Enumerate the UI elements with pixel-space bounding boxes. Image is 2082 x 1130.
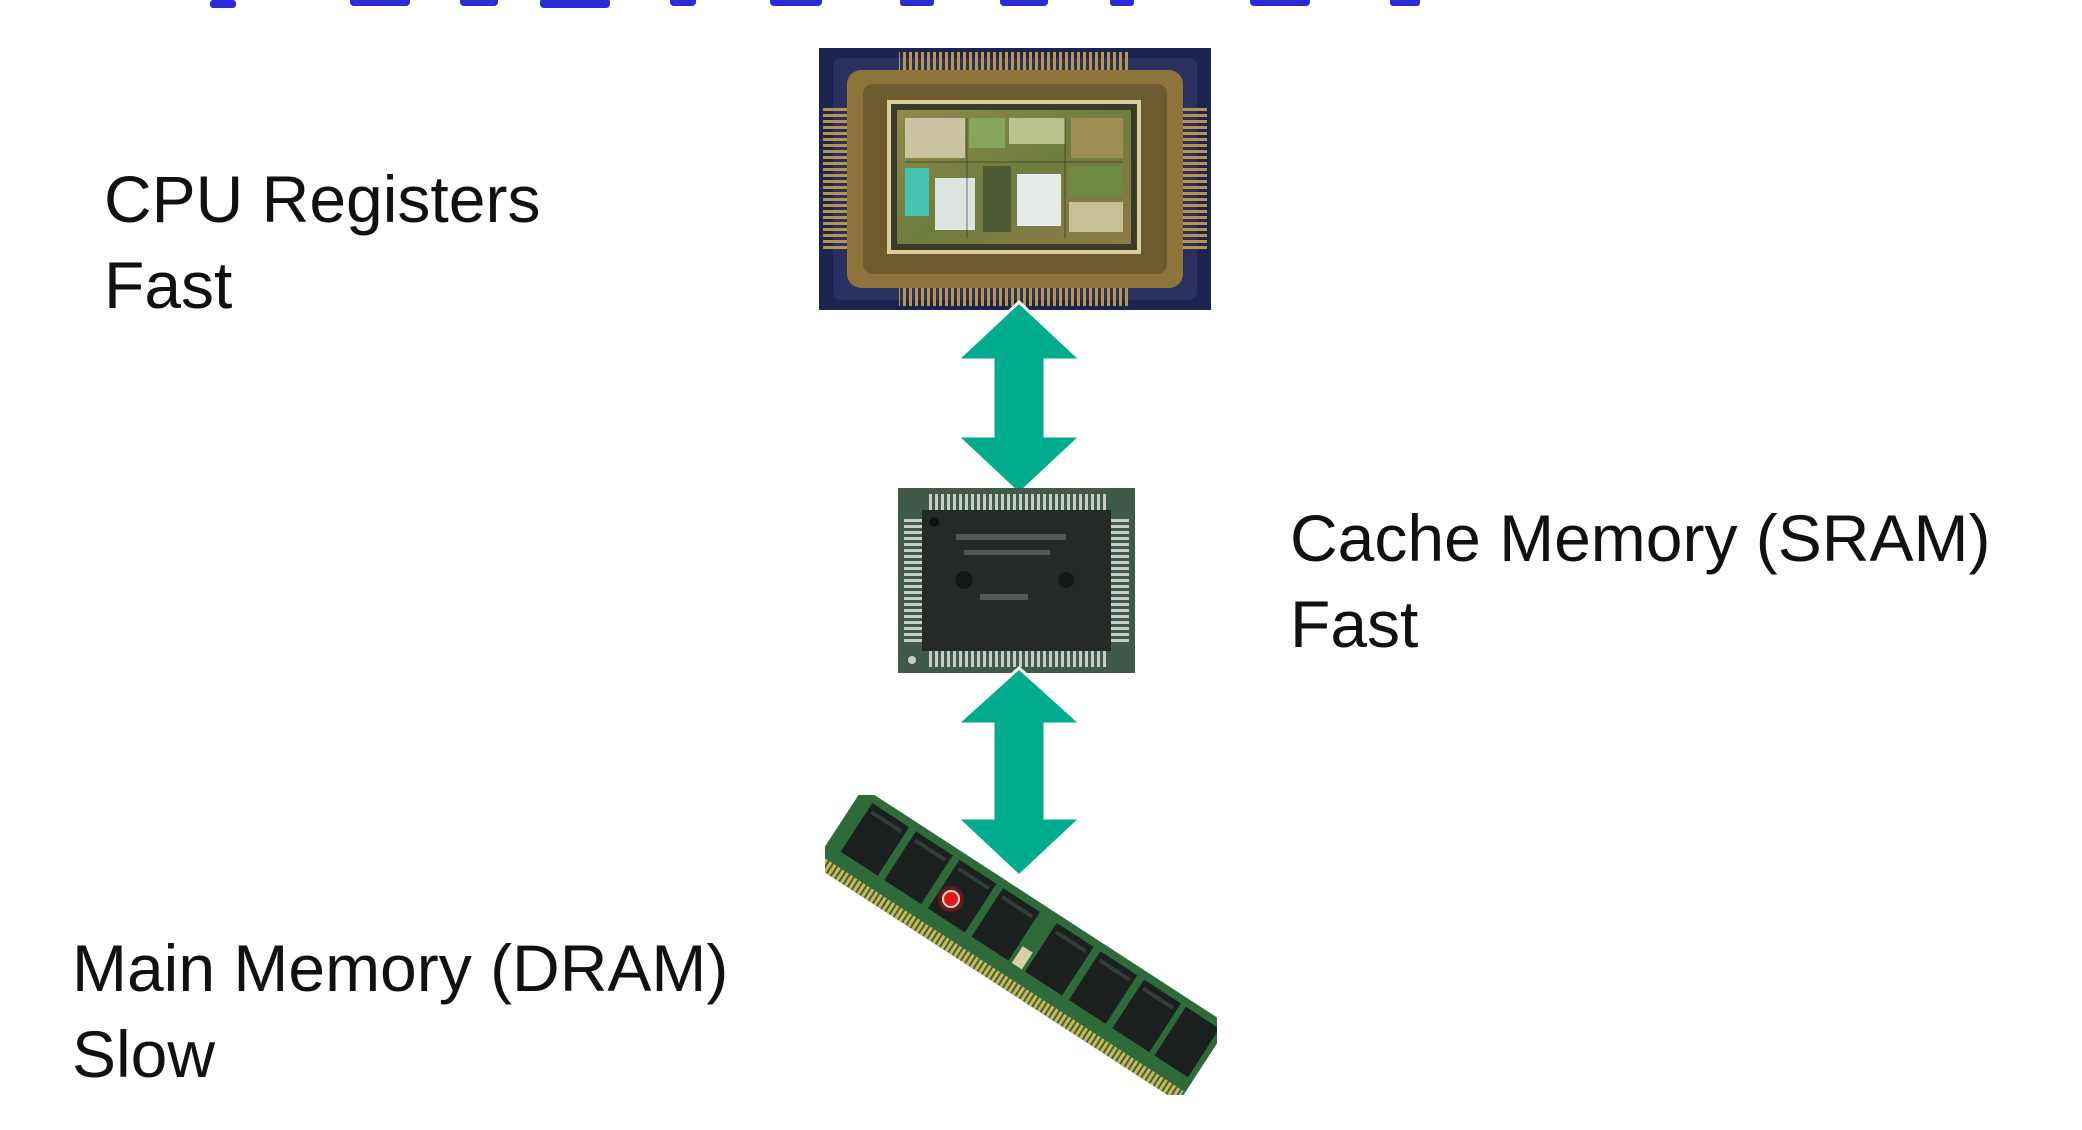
dram-level-name: Main Memory (DRAM) — [72, 931, 729, 1005]
cache-memory-label: Cache Memory (SRAM) Fast — [1290, 495, 1990, 667]
cache-level-name: Cache Memory (SRAM) — [1290, 501, 1991, 575]
cpu-die-image — [819, 48, 1211, 310]
bidirectional-arrow-icon — [955, 666, 1083, 878]
main-memory-label: Main Memory (DRAM) Slow — [72, 925, 728, 1097]
sram-chip-image — [898, 488, 1135, 673]
bidirectional-arrow-icon — [955, 300, 1083, 496]
dram-module-image — [825, 795, 1217, 1095]
cpu-level-name: CPU Registers — [104, 162, 541, 236]
cpu-registers-label: CPU Registers Fast — [104, 156, 540, 328]
cpu-level-speed: Fast — [104, 248, 233, 322]
red-indicator-dot — [942, 890, 960, 908]
cache-level-speed: Fast — [1290, 587, 1419, 661]
title-cut-glyphs — [210, 0, 1420, 8]
dram-level-speed: Slow — [72, 1017, 216, 1091]
slide-title-partial — [210, 0, 1710, 10]
